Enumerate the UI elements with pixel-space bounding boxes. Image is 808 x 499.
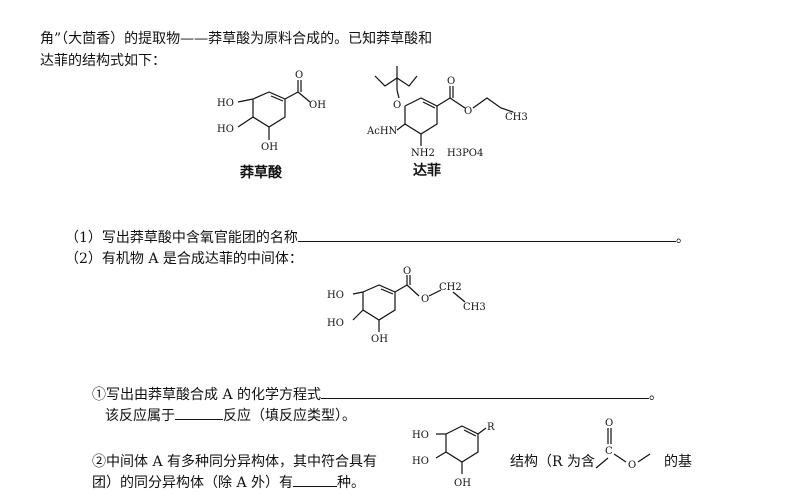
question-2: （2）有机物 A 是合成达菲的中间体： [65,251,303,267]
shikimic-acid-structure: HO HO OH O OH [217,70,326,153]
question-2-1-end: 。 [649,387,664,403]
o-ether-label: O [393,100,401,111]
ch2-label: CH2 [439,282,462,293]
o-label: O [295,70,303,81]
h3po4-label: H3PO4 [447,148,483,159]
question-1-end: 。 [675,230,690,246]
question-2-2-line-2: 团）的同分异构体（除 A 外）有 种。 [92,474,365,492]
question-2-1: ①写出由莽草酸合成 A 的化学方程式 。 [92,386,663,404]
question-2-2-mid: 结构（R 为含 [510,454,595,470]
oh-acid-label: OH [309,100,326,111]
c-label: C [605,446,613,457]
ch3-label: CH3 [463,302,486,313]
question-1-text: （1）写出莽草酸中含氧官能团的名称 [65,230,298,246]
ho-label: HO [327,318,344,329]
oh-label: OH [261,142,278,153]
ester-group-structure: O C O [595,418,651,471]
question-2-2: ②中间体 A 有多种同分异构体，其中符合具有 [92,453,377,471]
ch3-label: CH3 [505,112,528,123]
isomer-count-suffix: 种。 [337,475,366,491]
answer-blank-1[interactable] [297,229,676,242]
tamiflu-structure: O O O CH3 AcHN NH2 H3PO4 [366,66,528,159]
nh2-label: NH2 [411,148,435,159]
o-ester-label: O [464,106,472,117]
answer-blank-equation[interactable] [321,386,650,399]
o-ester-label: O [421,294,429,305]
intermediate-a-structure: HO HO OH O O CH2 CH3 [327,266,486,345]
question-2-2-end: 的基 [664,454,692,470]
answer-blank-isomer-count[interactable] [293,474,338,487]
isomer-count-prefix: 团）的同分异构体（除 A 外）有 [92,475,294,491]
intro-line-2: 达菲的结构式如下： [40,53,166,69]
ho-label: HO [412,430,429,441]
r-group-label: R [487,422,495,433]
isomer-ring-structure: HO HO OH R [412,422,495,489]
ho-label: HO [217,124,234,135]
achn-label: AcHN [366,126,398,137]
shikimic-acid-caption: 莽草酸 [240,165,282,181]
answer-blank-reaction-type[interactable] [175,407,223,420]
o-carbonyl-label: O [403,266,411,277]
ho-label: HO [217,98,234,109]
question-2-1-text: ①写出由莽草酸合成 A 的化学方程式 [92,387,322,403]
ho-label: HO [412,456,429,467]
question-1: （1）写出莽草酸中含氧官能团的名称 。 [65,229,690,247]
intro-line-1: 角”（大茴香）的提取物——莽草酸为原料合成的。已知莽草酸和 [40,31,433,47]
oh-label: OH [371,334,388,345]
reaction-type-prefix: 该反应属于 [105,408,175,424]
oh-label: OH [454,478,471,489]
tamiflu-caption: 达菲 [413,163,441,179]
question-2-2-text: ②中间体 A 有多种同分异构体，其中符合具有 [92,454,378,470]
o-right-label: O [628,460,636,471]
question-2-1-line-2: 该反应属于 反应（填反应类型）。 [105,407,356,425]
o-top-label: O [605,418,613,429]
o-carbonyl-label: O [447,76,455,87]
reaction-type-suffix: 反应（填反应类型）。 [223,408,356,424]
ho-label: HO [327,290,344,301]
